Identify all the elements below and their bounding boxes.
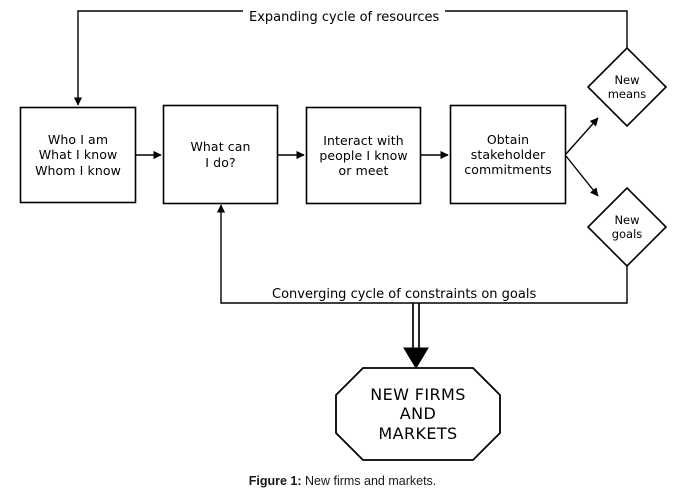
process-box-commitments [449, 104, 567, 205]
figure-caption: Figure 1: New firms and markets. [0, 474, 685, 488]
process-box-interact [305, 106, 422, 205]
figure-caption-text: New firms and markets. [301, 474, 437, 488]
arrow-commitments-to-new-goals [565, 155, 599, 197]
flowchart-canvas [19, 10, 668, 461]
process-box-means [162, 104, 279, 205]
terminal-octagon [335, 367, 501, 461]
decision-diamond-new-means [586, 46, 668, 128]
arrow-commitments-to-new-means [565, 117, 599, 155]
feedback-path-expanding-cycle [73, 10, 628, 106]
process-box-identity [19, 106, 137, 204]
edge-label-converging-cycle: Converging cycle of constraints on goals [266, 287, 543, 302]
feedback-path-converging-cycle [216, 204, 628, 304]
outcome-arrow [403, 303, 429, 369]
decision-diamond-new-goals [586, 186, 668, 268]
figure-caption-label: Figure 1: [248, 474, 302, 488]
edge-label-expanding-cycle: Expanding cycle of resources [243, 10, 446, 25]
